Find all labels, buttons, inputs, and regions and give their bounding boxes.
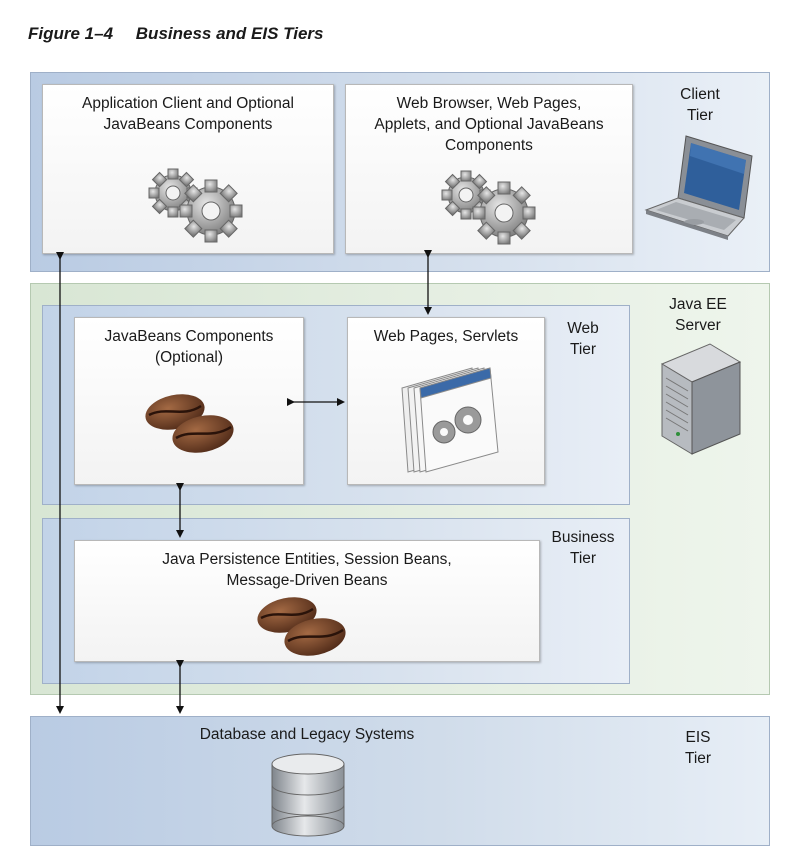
- eis-tier: [30, 716, 770, 846]
- web-browser-label: Web Browser, Web Pages,Applets, and Opti…: [374, 95, 604, 154]
- figure-title: Business and EIS Tiers: [135, 24, 324, 43]
- persistence-entities-box: Java Persistence Entities, Session Beans…: [74, 540, 540, 662]
- coffee-beans-icon: [257, 597, 346, 656]
- gears-icon: [441, 170, 536, 245]
- laptop-icon: [644, 135, 753, 240]
- javabeans-components-label: JavaBeans Components(Optional): [104, 328, 274, 366]
- database-icon: [271, 753, 345, 837]
- server-tower-icon: [660, 343, 742, 455]
- figure-number: Figure 1–4: [28, 24, 114, 43]
- web-browser-box: Web Browser, Web Pages,Applets, and Opti…: [345, 84, 633, 254]
- gears-icon: [148, 168, 243, 243]
- web-pages-servlets-box: Web Pages, Servlets: [347, 317, 545, 485]
- web-pages-icon: [401, 367, 499, 473]
- persistence-entities-label: Java Persistence Entities, Session Beans…: [162, 551, 452, 589]
- web-pages-servlets-label: Web Pages, Servlets: [373, 328, 519, 345]
- database-label: Database and Legacy Systems: [199, 726, 415, 743]
- javabeans-components-box: JavaBeans Components(Optional): [74, 317, 304, 485]
- coffee-beans-icon: [145, 394, 234, 453]
- figure-caption: Figure 1–4 Business and EIS Tiers: [28, 24, 324, 44]
